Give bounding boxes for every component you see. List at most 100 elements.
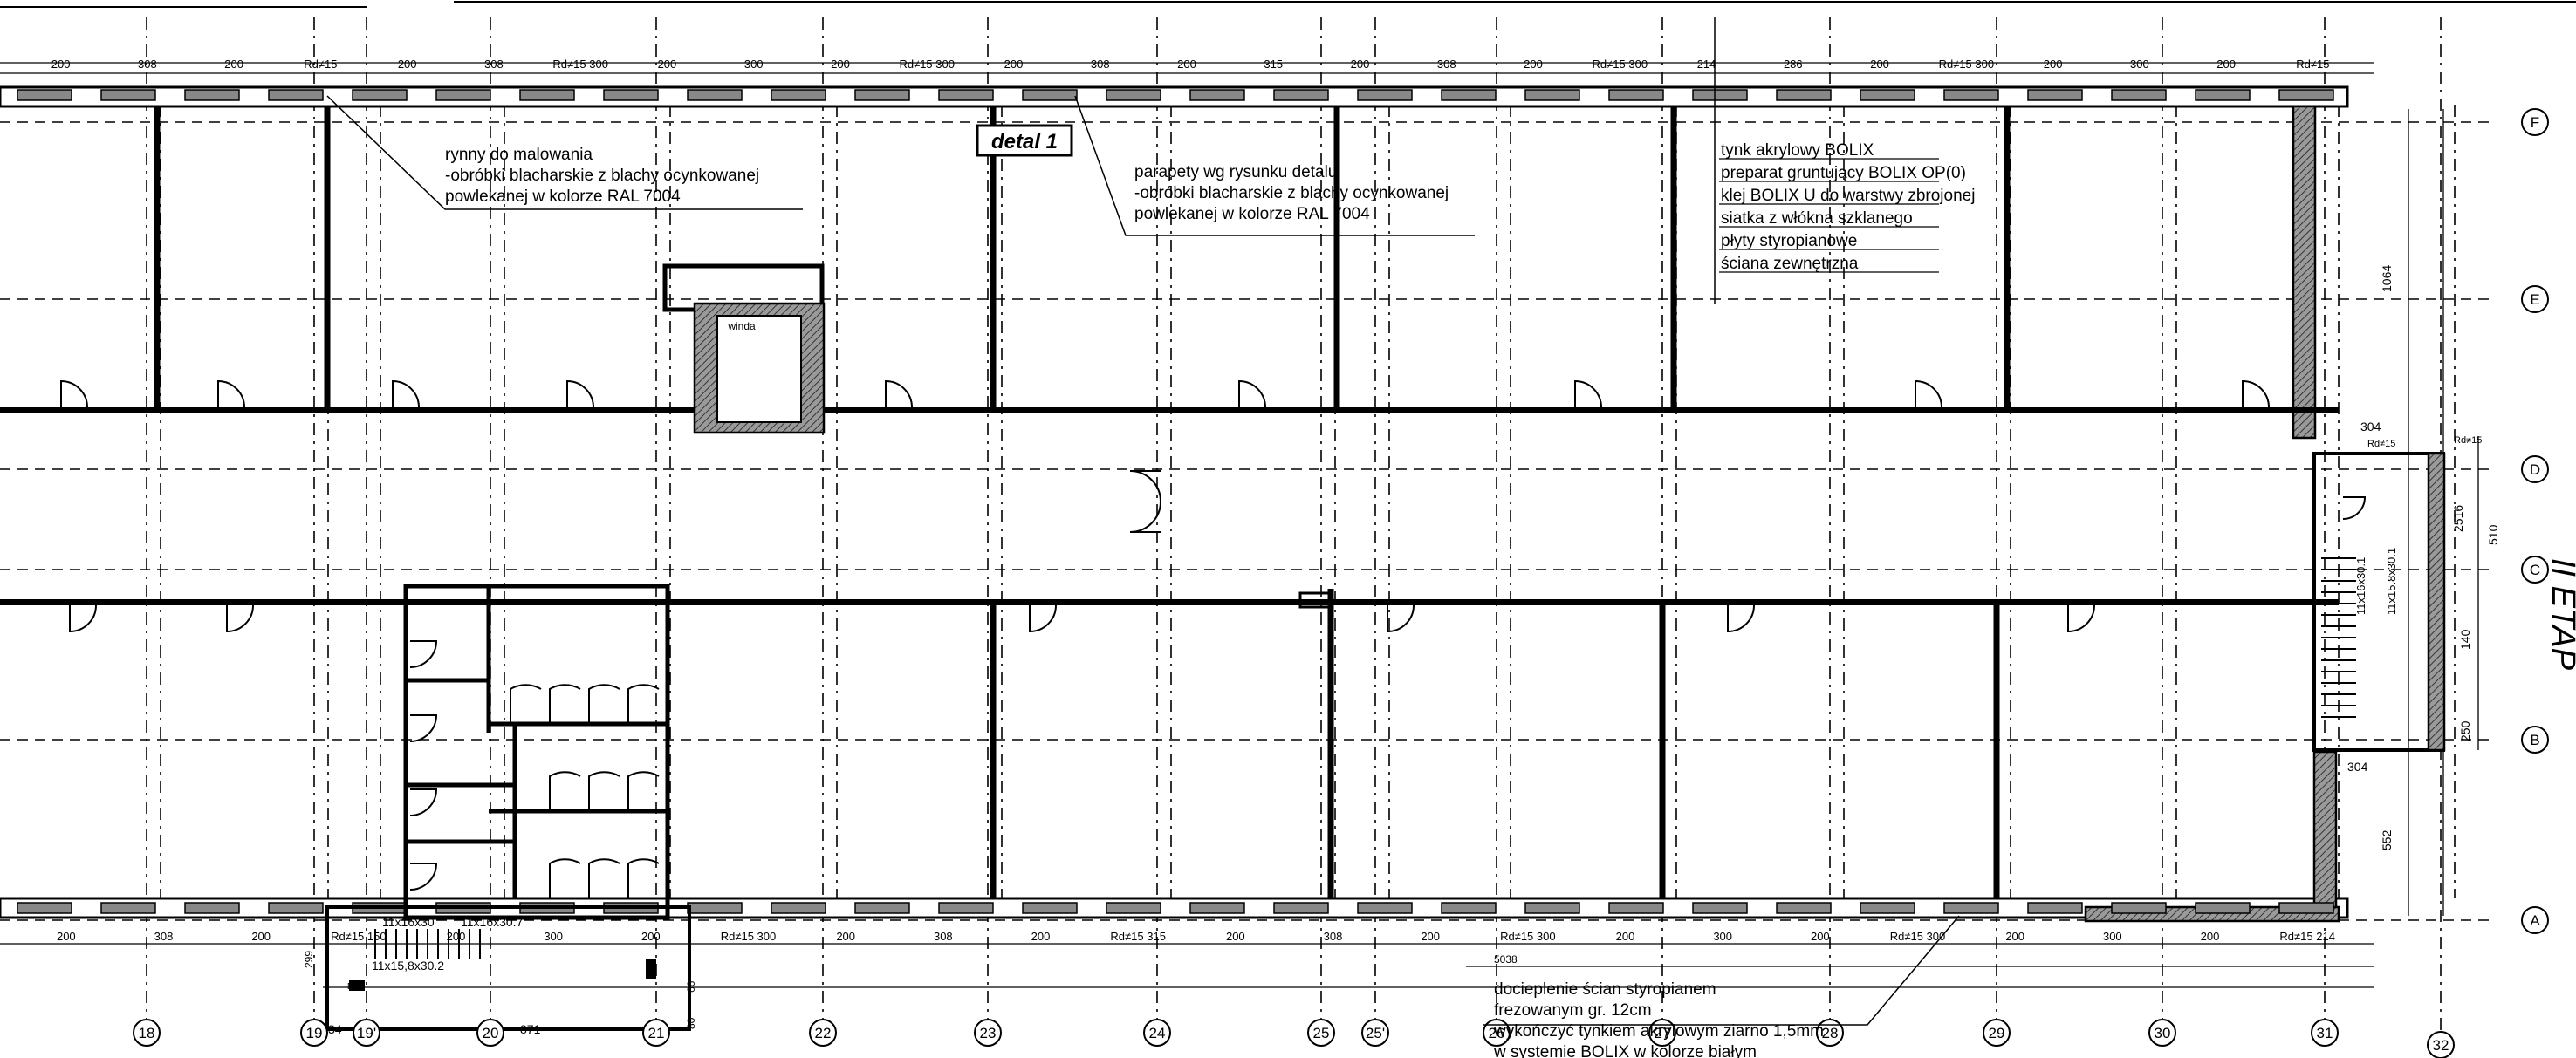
window-bottom: [184, 902, 240, 914]
axis-label-row: B: [2530, 732, 2539, 748]
door-lower: [2067, 604, 2095, 633]
door-upper: [885, 379, 913, 408]
dimension-label: 214: [1697, 58, 1716, 71]
dimension-label: 300: [544, 930, 563, 943]
door-double: [1129, 501, 1161, 533]
window-top: [519, 89, 575, 101]
window-top: [1106, 89, 1161, 101]
note-line: preparat gruntujący BOLIX OP(0): [1721, 164, 1966, 182]
window-bottom: [2111, 902, 2167, 914]
dim-stair-rd-1: Rd≠15: [2367, 439, 2395, 449]
dim-right-1064: 1064: [2380, 265, 2394, 292]
exterior-wall-right: [2292, 105, 2317, 440]
window-bottom: [938, 902, 994, 914]
dimension-label: 200: [1031, 930, 1051, 943]
dimension-label: 200: [2216, 58, 2236, 71]
dimension-label: 200: [836, 930, 855, 943]
note-line: w systemie BOLIX w kolorze białym: [1493, 1043, 1757, 1058]
dimension-label: Rd≠15 300: [1890, 930, 1946, 943]
window-top: [2278, 89, 2334, 101]
dimension-label: Rd≠15 300: [1593, 58, 1648, 71]
dimension-label: 200: [1524, 58, 1543, 71]
dim-right-552: 552: [2380, 829, 2394, 850]
door-stall: [627, 771, 660, 811]
dim-stair-304-top: 304: [2360, 420, 2381, 433]
note-line: -obróbki blacharskie z blachy ocynkowane…: [1134, 184, 1449, 202]
door-stall: [549, 771, 581, 811]
dimension-label: 200: [1351, 58, 1370, 71]
insulation-layers-note: tynk akrylowy BOLIX preparat gruntujący B…: [1719, 141, 1975, 273]
axis-bubble: [2521, 556, 2549, 584]
dimension-label: Rd≠15 315: [1110, 930, 1166, 943]
window-top: [2195, 89, 2251, 101]
dimension-label: Rd≠15 300: [1500, 930, 1556, 943]
window-top: [1273, 89, 1329, 101]
dimension-label: 308: [1091, 58, 1110, 71]
axis-bubble: [1816, 1019, 1844, 1047]
axis-bubble: [809, 1019, 837, 1047]
dimension-label: 300: [2130, 58, 2149, 71]
note-line: wykończyć tynkiem akrylowym ziarno 1,5mm: [1493, 1022, 1824, 1041]
axis-label-column: 21: [648, 1025, 665, 1041]
axis-label-column: 30: [2155, 1025, 2171, 1041]
axis-label-column: 25': [1366, 1025, 1385, 1041]
axis-bubble: [2521, 108, 2549, 136]
window-top: [2111, 89, 2167, 101]
note-line: tynk akrylowy BOLIX: [1721, 141, 1874, 160]
door-lower: [226, 604, 254, 633]
note-line: płyty styropianowe: [1721, 232, 1857, 250]
gutter-note-leader: [326, 95, 803, 210]
door-upper: [1574, 379, 1602, 408]
staircase-right: 11x16x30.1 11x15.8x30.1: [2312, 452, 2446, 752]
axis-label-row: E: [2530, 291, 2539, 308]
window-bottom: [687, 902, 743, 914]
axis-bubble: [2521, 285, 2549, 313]
axis-bubble: [133, 1019, 161, 1047]
axis-label-column: 18: [139, 1025, 155, 1041]
door-wc: [409, 640, 438, 668]
dim-bottom-5038: 5038: [1494, 953, 1518, 966]
axis-label-column: 31: [2317, 1025, 2333, 1041]
axis-label-column: 23: [980, 1025, 997, 1041]
stair-label-2: 11x16x30.7: [461, 915, 524, 929]
axis-label-column: 22: [815, 1025, 832, 1041]
window-top: [1608, 89, 1664, 101]
dim-stair-rd-2: Rd≠15: [2454, 435, 2482, 446]
exterior-wall-bottom: [0, 897, 2349, 919]
axis-label-column: 25: [1313, 1025, 1330, 1041]
note-line: siatka z włókna szklanego: [1721, 209, 1913, 228]
dim-bottom-299: 299: [303, 951, 315, 968]
dimension-label: 200: [398, 58, 417, 71]
door-upper: [392, 379, 420, 408]
door-stall: [588, 858, 620, 898]
door-lower: [1387, 604, 1415, 633]
dimension-label: Rd≠15: [2296, 58, 2329, 71]
door-stall: [549, 684, 581, 724]
axis-grid-vertical: [146, 17, 2456, 1038]
axis-bubble: [1307, 1019, 1335, 1047]
sanitary-block: [403, 584, 670, 920]
detail-label: detal 1: [991, 130, 1058, 154]
axis-bubble: [642, 1019, 670, 1047]
dimension-label: Rd≠15 300: [1939, 58, 1995, 71]
axis-bubble: [2427, 1031, 2455, 1058]
window-top: [352, 89, 408, 101]
exterior-wall-right-lower: [2312, 750, 2338, 919]
exterior-wall-top: [0, 85, 2349, 108]
axis-label-row: A: [2530, 912, 2540, 929]
insulation-note-leader: [1483, 915, 1960, 1026]
dimension-label: 200: [1421, 930, 1440, 943]
stair-label-1: 11x16x30: [382, 915, 435, 929]
dimension-label: 308: [1437, 58, 1456, 71]
dimension-label: 200: [1811, 930, 1830, 943]
axis-label-column: 27: [1655, 1025, 1671, 1041]
staircase-left: 11x16x30 11x16x30.7 11x15,8x30.2 E80: [325, 905, 691, 1031]
window-top: [687, 89, 743, 101]
dimension-labels-top: 200 308 200 Rd≠15 200 308 Rd≠15 300 200 300 200 Rd…: [51, 58, 2330, 71]
top-dimension-chain: [0, 62, 2374, 74]
axis-bubble: [1648, 1019, 1676, 1047]
axis-label-column: 26: [1489, 1025, 1505, 1041]
window-bottom: [2027, 902, 2083, 914]
dimension-label: 200: [2044, 58, 2063, 71]
note-line: frezowanym gr. 12cm: [1494, 1001, 1652, 1020]
